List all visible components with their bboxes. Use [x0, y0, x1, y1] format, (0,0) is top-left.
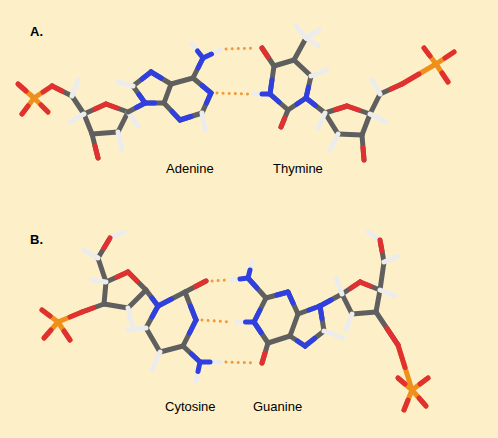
adenine-base [118, 44, 220, 130]
base-name: Guanine [253, 399, 302, 415]
cytosine-base [128, 281, 220, 381]
panel-letter: A. [30, 24, 43, 40]
hydrogen-bonds [202, 280, 256, 363]
thymine-sugar [318, 48, 454, 160]
base-name: Cytosine [165, 399, 216, 415]
guanine-sugar [336, 232, 428, 410]
panel-letter: B. [30, 232, 43, 248]
base-name: Adenine [166, 161, 214, 177]
base-name: Thymine [273, 161, 323, 177]
thymine-base [254, 26, 327, 127]
hydrogen-bonds [217, 48, 256, 94]
adenine-sugar [18, 80, 138, 158]
cytosine-sugar [42, 232, 146, 340]
guanine-base [232, 262, 343, 363]
